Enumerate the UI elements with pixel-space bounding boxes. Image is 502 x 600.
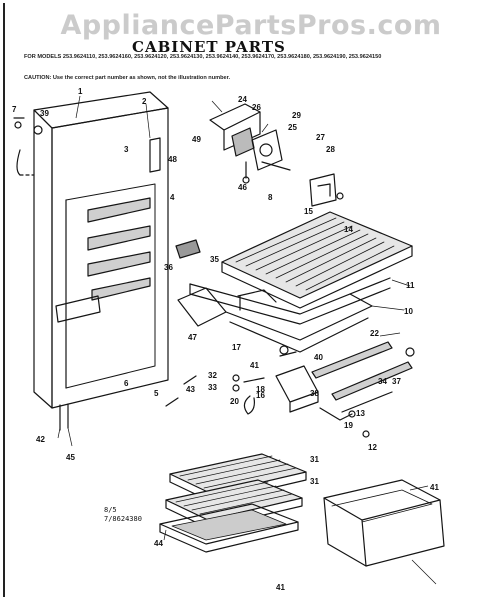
callout-32: 32 — [208, 371, 217, 380]
callout-17: 17 — [232, 343, 241, 352]
callout-36: 36 — [164, 263, 173, 272]
callout-22: 22 — [370, 329, 379, 338]
callout-26: 26 — [252, 103, 261, 112]
callout-11: 11 — [406, 281, 415, 290]
callout-34: 34 — [378, 377, 387, 386]
watermark-text: AppliancePartsPros.com — [60, 10, 442, 41]
callout-24: 24 — [238, 95, 247, 104]
callout-29: 29 — [292, 111, 301, 120]
control-assembly — [209, 103, 344, 207]
callout-41a: 41 — [250, 361, 259, 370]
callout-2: 2 — [142, 97, 147, 106]
callout-38: 38 — [310, 389, 319, 398]
wire-shelves — [159, 453, 307, 553]
callout-14: 14 — [344, 225, 353, 234]
footer-codes: 8/5 7/8624380 — [104, 506, 142, 524]
callout-19: 19 — [344, 421, 353, 430]
callout-16: 16 — [256, 391, 265, 400]
crisper-pan — [323, 479, 445, 567]
callout-1: 1 — [78, 87, 83, 96]
models-line: FOR MODELS 253.9624110, 253.9624160, 253… — [24, 54, 382, 60]
callout-27: 27 — [316, 133, 325, 142]
callout-39: 39 — [40, 109, 49, 118]
footer-page: 8/5 — [104, 506, 117, 514]
page-frame — [3, 3, 497, 597]
callout-45: 45 — [66, 453, 75, 462]
callout-35: 35 — [210, 255, 219, 264]
upper-shelf-grille — [189, 211, 413, 325]
callout-6: 6 — [124, 379, 129, 388]
callout-48: 48 — [168, 155, 177, 164]
cabinet-liner — [13, 91, 169, 431]
callout-12: 12 — [368, 443, 377, 452]
part-36-clip — [175, 239, 201, 259]
callout-41c: 41 — [276, 583, 285, 592]
meat-keeper-frame — [177, 287, 373, 353]
callout-3: 3 — [124, 145, 129, 154]
callout-49: 49 — [192, 135, 201, 144]
callout-31a: 31 — [310, 455, 319, 464]
callout-28: 28 — [326, 145, 335, 154]
callout-13: 13 — [356, 409, 365, 418]
callout-4: 4 — [170, 193, 175, 202]
callout-41b: 41 — [430, 483, 439, 492]
callout-31b: 31 — [310, 477, 319, 486]
callout-20: 20 — [230, 397, 239, 406]
callout-10: 10 — [404, 307, 413, 316]
callout-43: 43 — [186, 385, 195, 394]
callout-5: 5 — [154, 389, 159, 398]
callout-18: 18 — [256, 385, 265, 394]
callout-33: 33 — [208, 383, 217, 392]
callout-46: 46 — [238, 183, 247, 192]
callout-42: 42 — [36, 435, 45, 444]
callout-37: 37 — [392, 377, 401, 386]
callout-8: 8 — [268, 193, 273, 202]
dairy-compartment — [232, 345, 370, 438]
callout-44: 44 — [154, 539, 163, 548]
callout-15: 15 — [304, 207, 313, 216]
footer-code: 7/8624380 — [104, 515, 142, 523]
caution-line: CAUTION: Use the correct part number as … — [24, 75, 231, 81]
diagram-title: CABINET PARTS — [132, 38, 286, 56]
callout-7: 7 — [12, 105, 17, 114]
callout-47: 47 — [188, 333, 197, 342]
callout-25: 25 — [288, 123, 297, 132]
callout-40: 40 — [314, 353, 323, 362]
shelf-rails — [311, 341, 415, 413]
